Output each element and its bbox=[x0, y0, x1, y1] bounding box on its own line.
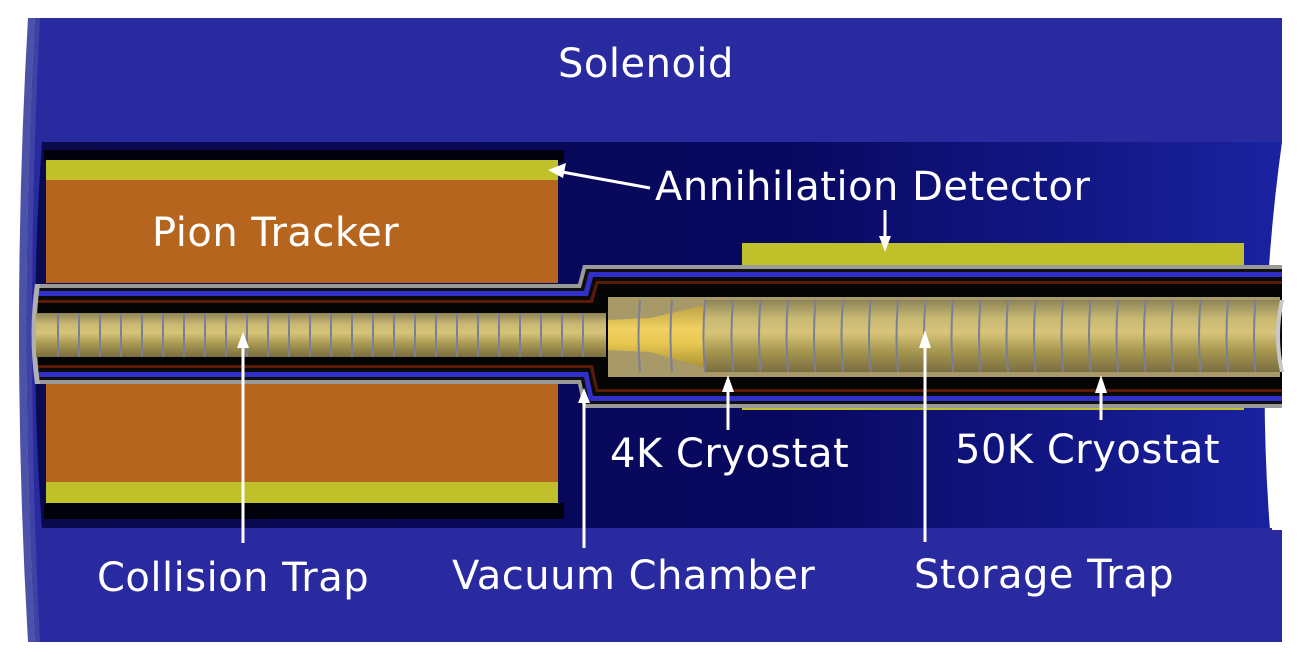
storage-electrode-gap bbox=[813, 299, 817, 373]
storage-electrode-gap bbox=[1033, 299, 1037, 373]
detector-strip-top bbox=[46, 160, 558, 180]
storage-electrode-gap bbox=[669, 299, 673, 373]
label-collision-trap: Collision Trap bbox=[97, 555, 370, 601]
label-4k-cryostat: 4K Cryostat bbox=[610, 431, 850, 477]
storage-electrode-gap bbox=[785, 299, 789, 373]
label-vacuum-chamber: Vacuum Chamber bbox=[452, 553, 816, 599]
pion-tracker bbox=[44, 150, 564, 519]
storage-electrode-gap bbox=[758, 299, 762, 373]
collision-trap-body bbox=[36, 313, 606, 357]
storage-electrode-gap bbox=[637, 299, 641, 373]
tracker-shadow-top bbox=[44, 150, 564, 162]
pion-tracker-lower bbox=[46, 382, 558, 483]
storage-electrode-gap bbox=[950, 299, 954, 373]
storage-trap bbox=[608, 297, 1284, 377]
storage-electrode-gap bbox=[840, 299, 844, 373]
arrowhead-50k-cryostat bbox=[1095, 375, 1107, 393]
storage-electrode-gap bbox=[895, 299, 899, 373]
storage-electrode-gap bbox=[1143, 299, 1147, 373]
collision-trap bbox=[36, 313, 606, 357]
storage-electrode-gap bbox=[978, 299, 982, 373]
label-solenoid: Solenoid bbox=[558, 41, 734, 87]
arrow-annihilation-left bbox=[561, 170, 651, 190]
storage-electrode-gap bbox=[1115, 299, 1119, 373]
label-annihilation-detector: Annihilation Detector bbox=[655, 164, 1091, 210]
arrowhead-collision-trap bbox=[237, 332, 249, 348]
arrowhead-storage-trap bbox=[919, 330, 931, 348]
storage-trap-body bbox=[705, 300, 1280, 372]
detector-strip-bottom bbox=[46, 482, 558, 503]
annotation-arrows bbox=[237, 163, 1107, 548]
tracker-shadow-bottom bbox=[44, 503, 564, 519]
solenoid-face bbox=[26, 18, 40, 642]
storage-electrode-gap bbox=[1253, 299, 1257, 373]
label-pion-tracker: Pion Tracker bbox=[152, 210, 400, 256]
storage-electrode-gap bbox=[868, 299, 872, 373]
bore-right-curve bbox=[1264, 142, 1300, 530]
label-50k-cryostat: 50K Cryostat bbox=[955, 427, 1221, 473]
storage-electrode-gap bbox=[1225, 299, 1229, 373]
solenoid-bore-bottom bbox=[40, 528, 1272, 642]
storage-trap-end bbox=[1276, 300, 1284, 372]
arrowhead-annihilation-down bbox=[879, 236, 891, 252]
pion-tracker-upper bbox=[46, 180, 558, 283]
arrowhead-annihilation-left bbox=[548, 163, 566, 178]
storage-electrode-gap bbox=[1088, 299, 1092, 373]
arrowhead-4k-cryostat bbox=[722, 375, 734, 392]
storage-electrode-gap bbox=[730, 299, 734, 373]
storage-electrode-gap bbox=[1170, 299, 1174, 373]
detector-bar-top bbox=[742, 243, 1244, 265]
storage-electrode-gap bbox=[1005, 299, 1009, 373]
storage-electrode-gap bbox=[1060, 299, 1064, 373]
label-storage-trap: Storage Trap bbox=[914, 552, 1175, 598]
storage-electrode-gap bbox=[1198, 299, 1202, 373]
solenoid-left-edge bbox=[19, 18, 35, 642]
arrowhead-vacuum-chamber bbox=[578, 388, 590, 403]
storage-electrode-gap bbox=[702, 299, 706, 373]
